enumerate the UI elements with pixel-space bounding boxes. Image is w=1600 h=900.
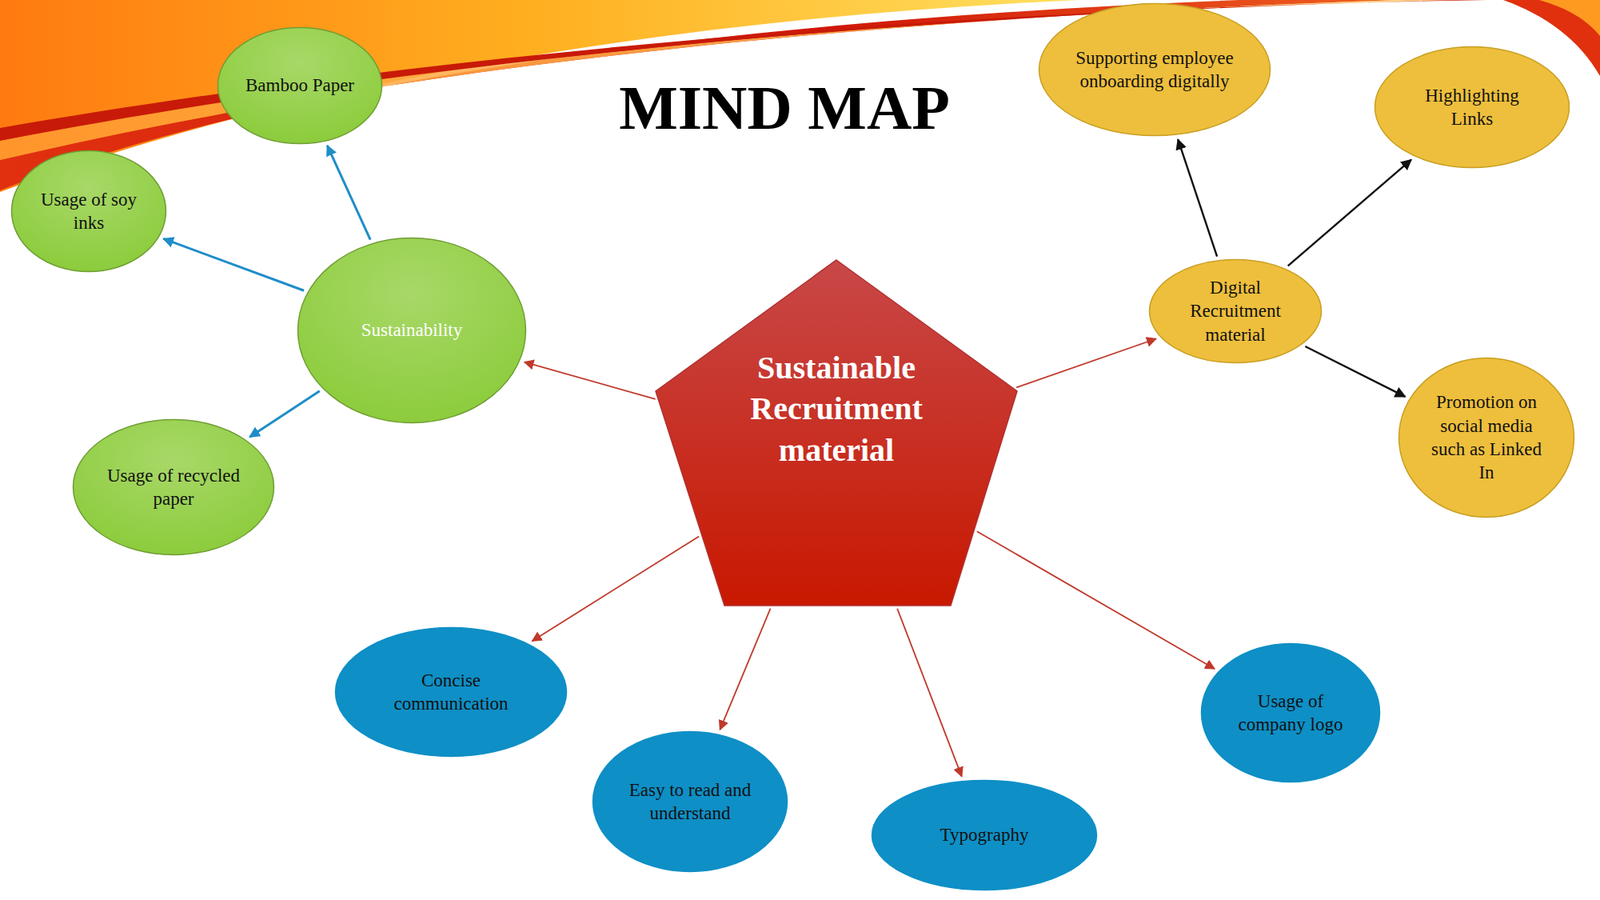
connector-arrow: [977, 530, 1215, 669]
ellipse-shape: [872, 780, 1098, 890]
pentagon-shape: [655, 259, 1018, 606]
node-label: Usage of company logo: [1226, 689, 1355, 737]
leaf-ellipse: Usage of company logo: [1200, 642, 1381, 783]
swoosh-corner: [1539, 0, 1600, 36]
node-label: Typography: [902, 822, 1066, 846]
leaf-ellipse: Supporting employee onboarding digitally: [1037, 2, 1272, 137]
leaf-ellipse: Bamboo Paper: [216, 26, 384, 145]
ellipse-shape: [1375, 47, 1570, 168]
diagram-title: MIND MAP: [544, 73, 1025, 143]
leaf-ellipse: Concise communication: [334, 626, 568, 758]
ellipse-outline: [1200, 642, 1381, 783]
node-label: Digital Recruitment material: [1173, 275, 1298, 347]
ellipse-shape: [1149, 259, 1322, 364]
leaf-ellipse: Highlighting Links: [1373, 45, 1571, 169]
leaf-ellipse: Promotion on social media such as Linked…: [1397, 356, 1576, 519]
ellipse-shape: [1201, 643, 1381, 783]
node-label: Usage of soy inks: [33, 187, 144, 236]
ellipse-outline: [1373, 45, 1571, 169]
swoosh-band: [0, 0, 1080, 192]
ellipse-outline: [10, 149, 168, 273]
connector-arrow: [897, 608, 962, 777]
ellipse-shape: [298, 238, 527, 423]
node-label: Sustainable Recruitment material: [708, 347, 965, 471]
leaf-ellipse: Usage of soy inks: [10, 149, 168, 273]
leaf-ellipse: Usage of recycled paper: [71, 418, 276, 556]
connector-arrow: [249, 391, 320, 438]
connector-arrow: [524, 362, 656, 400]
ellipse-outline: [1037, 2, 1272, 137]
ellipse-shape: [73, 419, 275, 555]
node-label: Highlighting Links: [1402, 83, 1543, 132]
ellipse-outline: [334, 626, 568, 758]
central-pentagon: Sustainable Recruitment material: [655, 259, 1018, 606]
connector-arrow: [1288, 159, 1412, 267]
title-box: MIND MAP: [544, 73, 1025, 143]
ellipse-outline: [591, 730, 789, 873]
connector-arrow: [1304, 346, 1405, 397]
node-label: Usage of recycled paper: [101, 463, 247, 511]
node-label: Sustainability: [329, 318, 495, 342]
node-label: Supporting employee onboarding digitally: [1070, 46, 1239, 94]
node-label: Easy to read and understand: [620, 778, 761, 826]
ellipse-outline: [1397, 356, 1576, 519]
swoosh-band: [0, 0, 1456, 160]
ellipse-shape: [218, 27, 383, 144]
ellipse-shape: [593, 731, 788, 872]
connector-arrow: [532, 535, 700, 641]
connector-arrow: [163, 238, 304, 291]
ellipse-outline: [71, 418, 276, 556]
node-label: Concise communication: [367, 668, 535, 716]
leaf-ellipse: Typography: [870, 778, 1098, 891]
branch-ellipse: Digital Recruitment material: [1148, 258, 1323, 364]
connector-arrow: [1177, 139, 1217, 256]
ellipse-shape: [1399, 358, 1575, 518]
ellipse-shape: [335, 627, 567, 757]
connector-arrow: [327, 145, 371, 240]
connector-arrow: [719, 608, 771, 730]
leaf-ellipse: Easy to read and understand: [591, 730, 789, 873]
ellipse-shape: [11, 151, 167, 272]
node-label: Promotion on social media such as Linked…: [1424, 390, 1550, 485]
ellipse-shape: [1039, 3, 1271, 136]
connector-arrow: [1016, 339, 1157, 388]
node-label: Bamboo Paper: [240, 73, 360, 97]
branch-ellipse: Sustainability: [296, 236, 527, 424]
